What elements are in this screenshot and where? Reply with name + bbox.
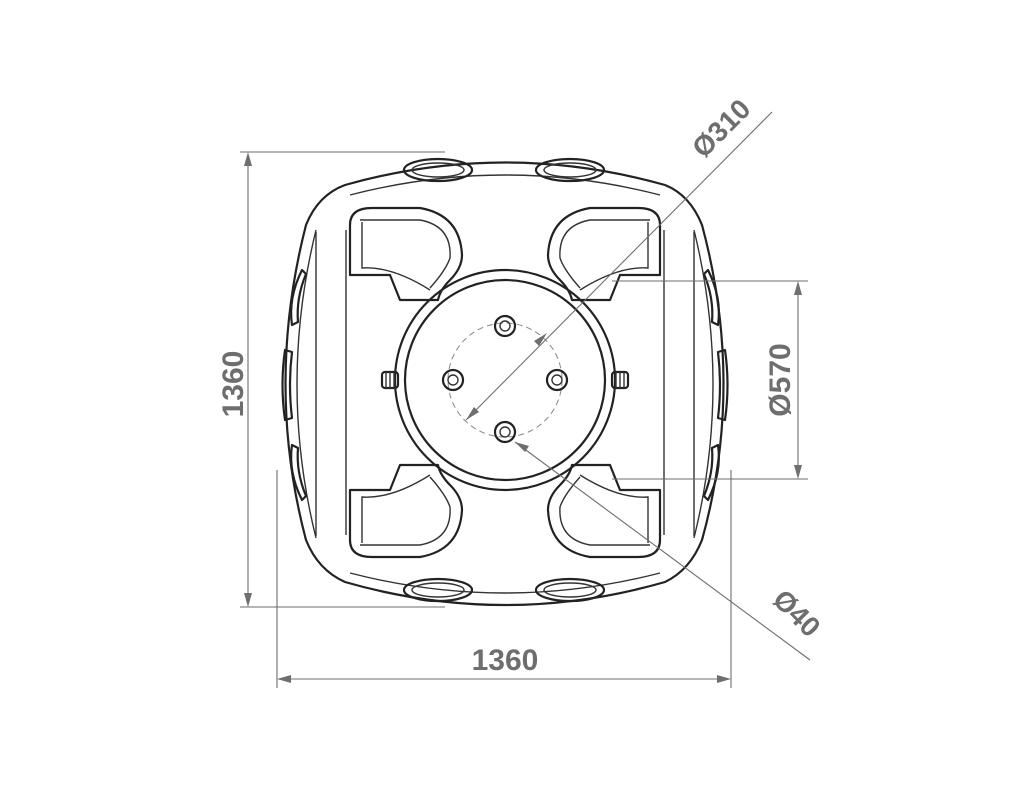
- dim-height: [240, 151, 445, 608]
- top-handholds: [402, 157, 606, 183]
- dim-ring-diameter-label: Ø570: [764, 343, 797, 416]
- dim-ring-diameter: [612, 280, 808, 480]
- right-grips: [702, 268, 729, 502]
- dim-width: [276, 470, 732, 688]
- latch-right: [610, 370, 630, 390]
- pocket-top-left: [348, 206, 464, 302]
- body-outline: [284, 161, 725, 607]
- bolt-bottom: [493, 420, 517, 444]
- pocket-bottom-right: [546, 463, 662, 559]
- dim-bolt-hole-label: Ø40: [767, 584, 826, 643]
- dim-height-label: 1360: [217, 351, 250, 418]
- dim-bolt-circle: [465, 111, 773, 421]
- dim-width-label: 1360: [472, 644, 539, 677]
- bolt-left: [441, 368, 465, 392]
- bolt-right: [545, 368, 569, 392]
- bottom-handholds: [402, 577, 606, 603]
- dim-bolt-circle-label: Ø310: [686, 93, 756, 163]
- pocket-bottom-left: [348, 463, 464, 559]
- bolt-top: [493, 314, 517, 338]
- dim-bolt-hole: [514, 441, 811, 661]
- pocket-top-right: [546, 206, 662, 302]
- latch-left: [380, 370, 400, 390]
- left-grips: [281, 268, 308, 502]
